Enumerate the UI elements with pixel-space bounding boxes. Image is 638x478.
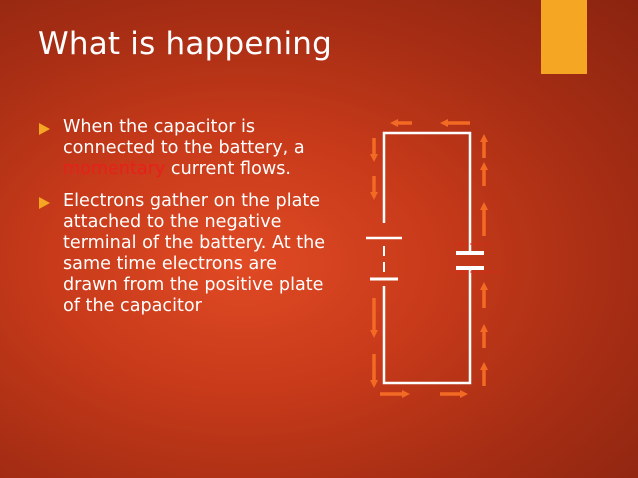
bullet-text-part: current flows. <box>165 159 291 179</box>
bullet-text-part: When the capacitor is connected to the b… <box>63 117 305 158</box>
circuit-wires <box>382 131 472 385</box>
highlighted-word: momentary <box>63 159 166 179</box>
circuit-diagram <box>366 119 500 398</box>
battery-symbol <box>366 236 402 281</box>
bullet-item: When the capacitor is connected to the b… <box>38 117 328 180</box>
bullet-list: When the capacitor is connected to the b… <box>38 117 328 328</box>
capacitor-symbol <box>454 243 500 273</box>
accent-tab <box>541 0 587 74</box>
bullet-item: Electrons gather on the plate attached t… <box>38 191 328 317</box>
bullet-text: When the capacitor is connected to the b… <box>63 117 328 180</box>
slide-title: What is happening <box>38 26 332 62</box>
current-arrows <box>370 119 488 398</box>
triangle-bullet-icon <box>39 123 50 135</box>
bullet-text: Electrons gather on the plate attached t… <box>63 191 326 316</box>
triangle-bullet-icon <box>39 197 50 209</box>
